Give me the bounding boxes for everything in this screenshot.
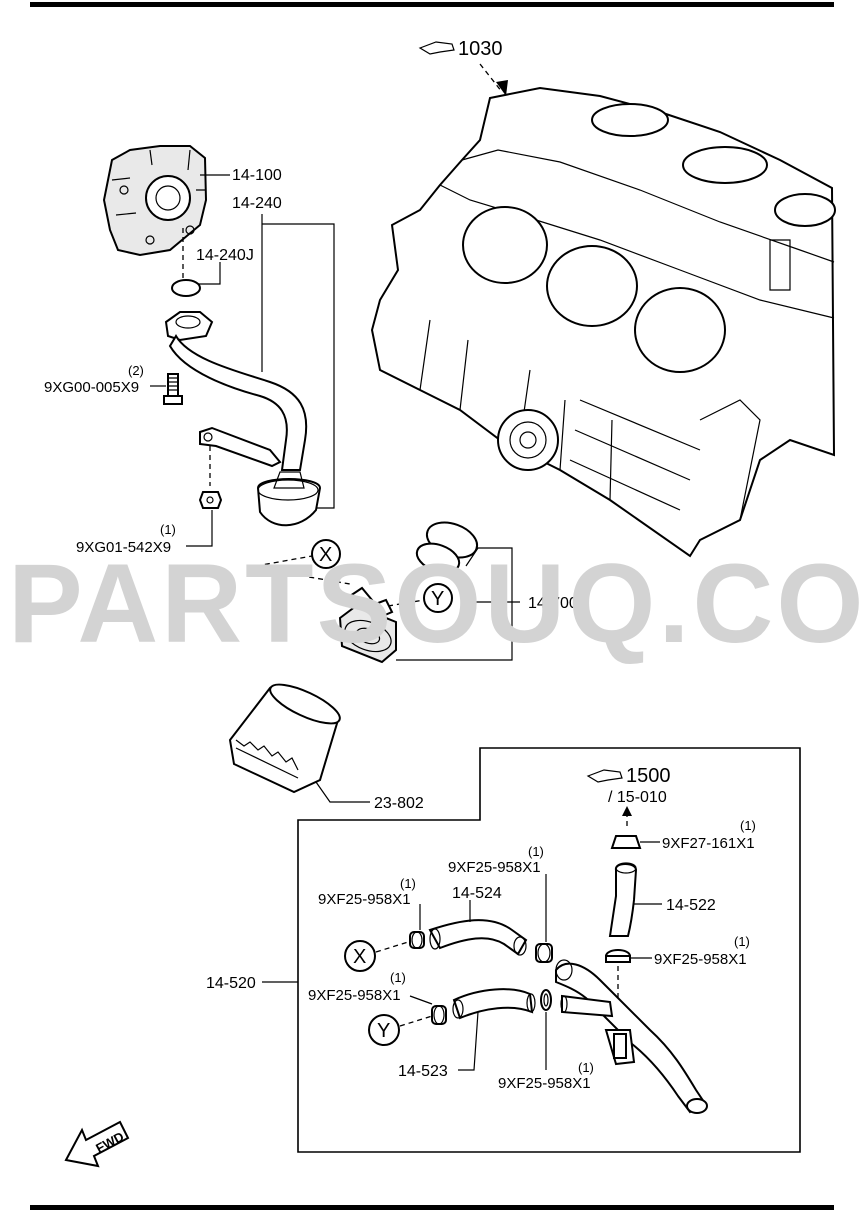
label-cap-qty: (1) xyxy=(740,818,756,833)
label-bolt: 9XG00-005X9 xyxy=(44,379,139,396)
marker-x-bottom-label: X xyxy=(353,946,366,968)
ref-1500[interactable]: 1500 / 15-010 xyxy=(586,765,671,806)
o-ring-small xyxy=(415,542,461,574)
marker-x-top xyxy=(311,539,341,569)
fwd-arrow: FWD xyxy=(64,1120,130,1168)
engine-block[interactable] xyxy=(370,86,836,558)
marker-x-bottom xyxy=(344,940,376,972)
arrow-head xyxy=(496,80,508,96)
cylinder-bore-4 xyxy=(591,103,669,137)
leader-clamp-lower-left xyxy=(409,995,433,1005)
label-nut-qty: (1) xyxy=(160,522,176,537)
label-14-100: 14-100 xyxy=(232,167,282,184)
label-nut: 9XG01-542X9 xyxy=(76,539,171,556)
cylinder-bore-3 xyxy=(634,287,726,373)
oil-strainer[interactable] xyxy=(164,311,322,527)
label-clamp-upper-mid-qty: (1) xyxy=(528,844,544,859)
hand-pointer-icon-2 xyxy=(586,769,623,783)
ref-1500-label: 1500 xyxy=(626,765,671,787)
label-clamp-right-qty: (1) xyxy=(734,934,750,949)
leader-nut xyxy=(186,510,213,547)
label-clamp-upper-left: 9XF25-958X1 xyxy=(318,891,411,908)
oil-cooler[interactable] xyxy=(338,516,482,664)
hose-14-524[interactable] xyxy=(428,919,528,956)
label-14-240: 14-240 xyxy=(232,195,282,212)
marker-x-top-label: X xyxy=(319,544,332,566)
gasket-14-240j[interactable] xyxy=(171,279,201,297)
clamp-14-523-left[interactable] xyxy=(431,1005,447,1025)
label-23-802: 23-802 xyxy=(374,795,424,812)
label-bolt-qty: (2) xyxy=(128,363,144,378)
label-14-523: 14-523 xyxy=(398,1063,448,1080)
marker-y-top xyxy=(423,583,453,613)
cylinder-bore-5 xyxy=(682,146,768,184)
label-14-240j: 14-240J xyxy=(196,247,254,264)
marker-y-bottom-label: Y xyxy=(377,1020,390,1042)
leader-14-523 xyxy=(458,1011,479,1071)
clamp-14-524-right[interactable] xyxy=(535,943,553,963)
label-14-520: 14-520 xyxy=(206,975,256,992)
crank-boss xyxy=(497,409,559,471)
ref-1030-label: 1030 xyxy=(458,38,503,60)
leader-14-240j xyxy=(198,262,221,285)
ref-1030[interactable]: 1030 xyxy=(418,38,508,96)
label-clamp-upper-mid: 9XF25-958X1 xyxy=(448,859,541,876)
bottom-rule xyxy=(30,1205,834,1210)
clamp-lower-mid[interactable] xyxy=(540,989,552,1011)
cylinder-bore-2 xyxy=(546,245,638,327)
label-14-524: 14-524 xyxy=(452,885,502,902)
cylinder-bore-1 xyxy=(462,206,548,284)
clamp-right[interactable] xyxy=(605,949,631,963)
ref-1030-leader xyxy=(479,63,503,93)
label-14-522: 14-522 xyxy=(666,897,716,914)
label-clamp-upper-left-qty: (1) xyxy=(400,876,416,891)
nut-9xg01-542x9[interactable] xyxy=(198,491,223,509)
hose-14-522[interactable] xyxy=(608,862,638,937)
bolt-9xg00-005x9[interactable] xyxy=(163,373,183,405)
oil-pump[interactable] xyxy=(102,145,208,257)
fwd-arrow-icon xyxy=(64,1120,130,1168)
label-clamp-lower-left: 9XF25-958X1 xyxy=(308,987,401,1004)
leader-14-700 xyxy=(396,547,513,661)
leader-23-802 xyxy=(315,781,370,803)
bracket-14-240 xyxy=(262,223,335,509)
ref-15-010-label: / 15-010 xyxy=(608,789,667,806)
label-clamp-lower-mid: 9XF25-958X1 xyxy=(498,1075,591,1092)
top-rule xyxy=(30,2,834,7)
label-14-700: 14-700 xyxy=(528,595,578,612)
oil-filter[interactable] xyxy=(228,677,345,794)
hose-assembly-box xyxy=(297,747,801,1153)
cap-9xf27-161x1[interactable] xyxy=(610,835,642,849)
label-clamp-lower-left-qty: (1) xyxy=(390,970,406,985)
marker-y-top-label: Y xyxy=(431,588,444,610)
cylinder-bore-6 xyxy=(774,193,836,227)
hand-pointer-icon xyxy=(418,41,455,55)
hose-14-523[interactable] xyxy=(452,988,536,1020)
label-cap: 9XF27-161X1 xyxy=(662,835,755,852)
water-pipe-assembly[interactable] xyxy=(555,959,708,1114)
marker-y-bottom xyxy=(368,1014,400,1046)
label-clamp-lower-mid-qty: (1) xyxy=(578,1060,594,1075)
label-clamp-right: 9XF25-958X1 xyxy=(654,951,747,968)
clamp-14-524-left[interactable] xyxy=(409,931,425,949)
watermark: PARTSOUQ.COM xyxy=(8,541,864,666)
